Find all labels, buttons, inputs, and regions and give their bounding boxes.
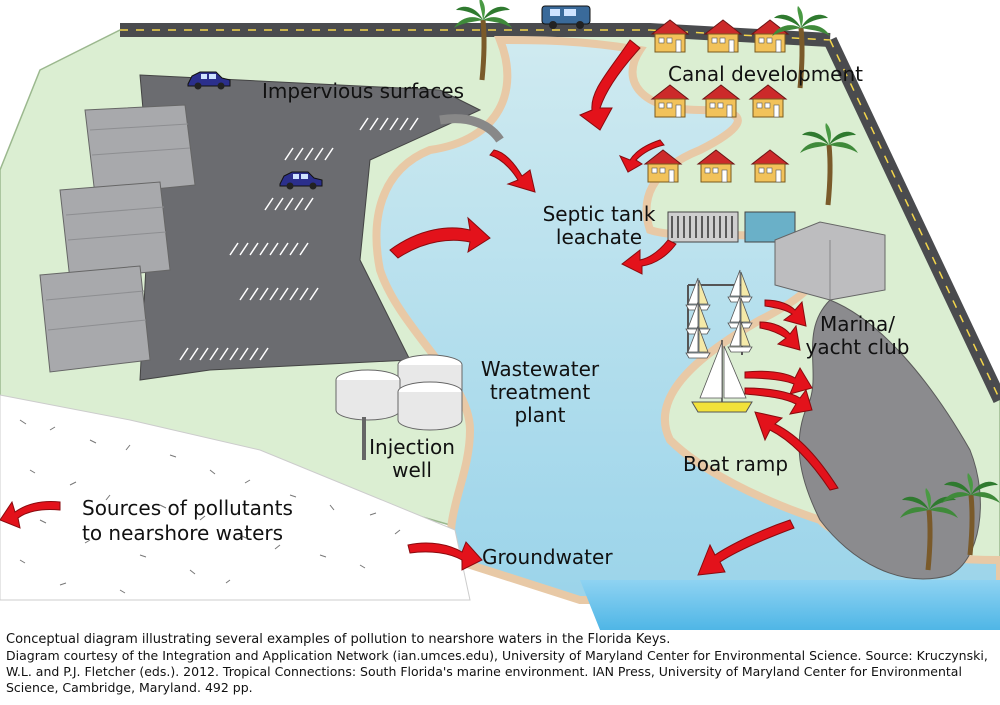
pollution-arrows xyxy=(0,39,839,576)
parking-lines xyxy=(179,117,419,361)
label-wastewater-treatment-plant: Wastewater treatment plant xyxy=(480,357,600,427)
canal-houses xyxy=(644,19,789,183)
septic-tanks xyxy=(667,211,796,243)
jeep xyxy=(541,5,591,29)
arrow-yacht-1 xyxy=(744,366,813,395)
arrow-septic xyxy=(621,239,677,275)
label-marina-yacht-club: Marina/ yacht club xyxy=(805,312,910,359)
warehouse-buildings xyxy=(39,104,196,373)
arrow-marina-2 xyxy=(759,321,801,351)
label-injection-well: Injection well xyxy=(369,435,455,482)
arrow-yacht-2 xyxy=(744,387,813,415)
beach xyxy=(0,394,471,601)
arrow-marina-1 xyxy=(764,299,807,327)
outflow-pipe xyxy=(439,114,504,143)
pollution-diagram xyxy=(0,0,1000,630)
nearshore-sea xyxy=(580,580,1000,630)
beach-texture xyxy=(19,419,401,594)
yacht xyxy=(691,340,753,413)
arrow-impervious xyxy=(489,149,536,193)
caption-title: Conceptual diagram illustrating several … xyxy=(6,632,671,647)
arrow-boat-ramp xyxy=(754,411,839,491)
caption-credit: Diagram courtesy of the Integration and … xyxy=(6,648,988,695)
legend-text: Sources of pollutants to nearshore water… xyxy=(82,496,293,545)
arrow-parking xyxy=(389,216,491,259)
arrow-canal-homes xyxy=(618,139,665,173)
arrow-shore xyxy=(697,519,795,576)
arrow-groundwater xyxy=(407,541,483,571)
label-impervious-surfaces: Impervious surfaces xyxy=(262,79,465,103)
marina-building xyxy=(774,221,886,301)
arrow-road-runoff xyxy=(579,39,641,131)
arrow-legend xyxy=(0,500,61,529)
label-canal-development: Canal development xyxy=(668,62,863,86)
parking-lot xyxy=(139,74,482,381)
marina-docks xyxy=(685,269,753,359)
figure-caption: Conceptual diagram illustrating several … xyxy=(6,632,996,696)
wastewater-tanks xyxy=(335,354,463,460)
label-boat-ramp: Boat ramp xyxy=(683,452,789,476)
label-groundwater: Groundwater xyxy=(482,545,613,569)
label-septic-tank-leachate: Septic tank leachate xyxy=(542,202,656,249)
